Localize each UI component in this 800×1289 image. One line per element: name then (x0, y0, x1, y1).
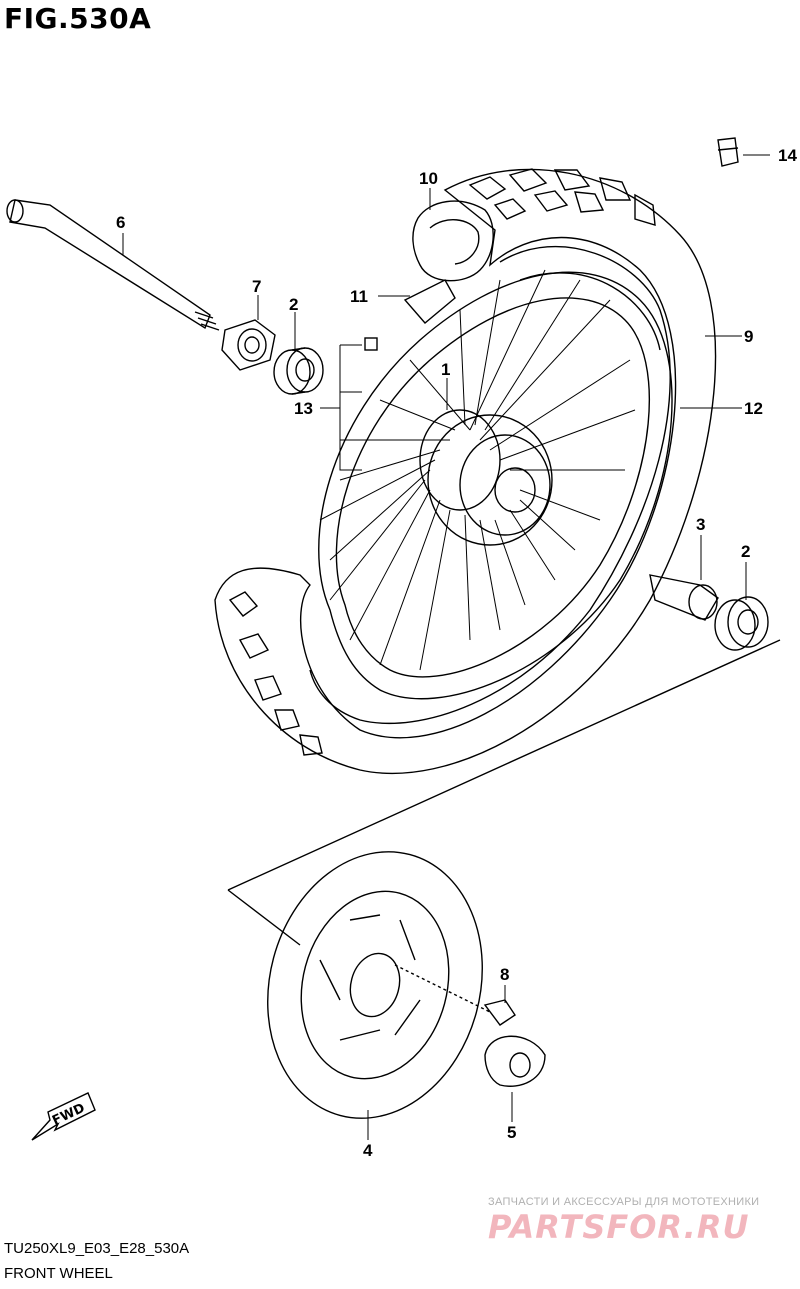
callout-5: 7 (252, 277, 261, 296)
rim (318, 271, 673, 700)
callout-11: 11 (350, 287, 368, 306)
section-name: FRONT WHEEL (4, 1265, 113, 1282)
rim-band (403, 279, 456, 324)
tire (214, 168, 717, 775)
callout-10: 10 (419, 169, 438, 188)
callout-1: 1 (441, 360, 450, 379)
plane-separator (227, 639, 781, 946)
callout-2-left: 2 (289, 295, 298, 314)
callout-4: 6 (116, 213, 125, 232)
bearing-left (273, 347, 324, 395)
watermark-tagline: ЗАПЧАСТИ И АКСЕССУАРЫ ДЛЯ МОТОТЕХНИКИ (488, 1196, 760, 1208)
hub (419, 409, 553, 546)
fwd-arrow-icon (31, 1092, 96, 1141)
figure-title: FIG.530A (4, 2, 152, 35)
callout-6: 5 (507, 1123, 516, 1142)
spoke-nipple (364, 337, 378, 351)
callout-9: 9 (744, 327, 753, 346)
callout-7: 4 (363, 1141, 373, 1160)
callout-8: 8 (500, 965, 509, 984)
watermark-logo: PARTSFOR.RU (488, 1208, 750, 1246)
model-code: TU250XL9_E03_E28_530A (4, 1240, 190, 1257)
leader-lines (122, 154, 770, 1140)
bearing-right (714, 596, 769, 651)
callout-14: 14 (778, 146, 797, 165)
valve-cap (717, 137, 739, 167)
callout-3: 3 (696, 515, 705, 534)
disc-bolt (394, 964, 516, 1026)
brake-disc (267, 851, 483, 1119)
inner-tube (412, 200, 494, 282)
callout-2-right: 2 (741, 542, 750, 561)
hub-cover (484, 1035, 546, 1087)
axle (6, 199, 220, 331)
callout-13: 13 (294, 399, 313, 418)
callout-12: 12 (744, 399, 763, 418)
collar (221, 319, 276, 371)
spokes (319, 269, 636, 671)
spacer (649, 574, 719, 621)
